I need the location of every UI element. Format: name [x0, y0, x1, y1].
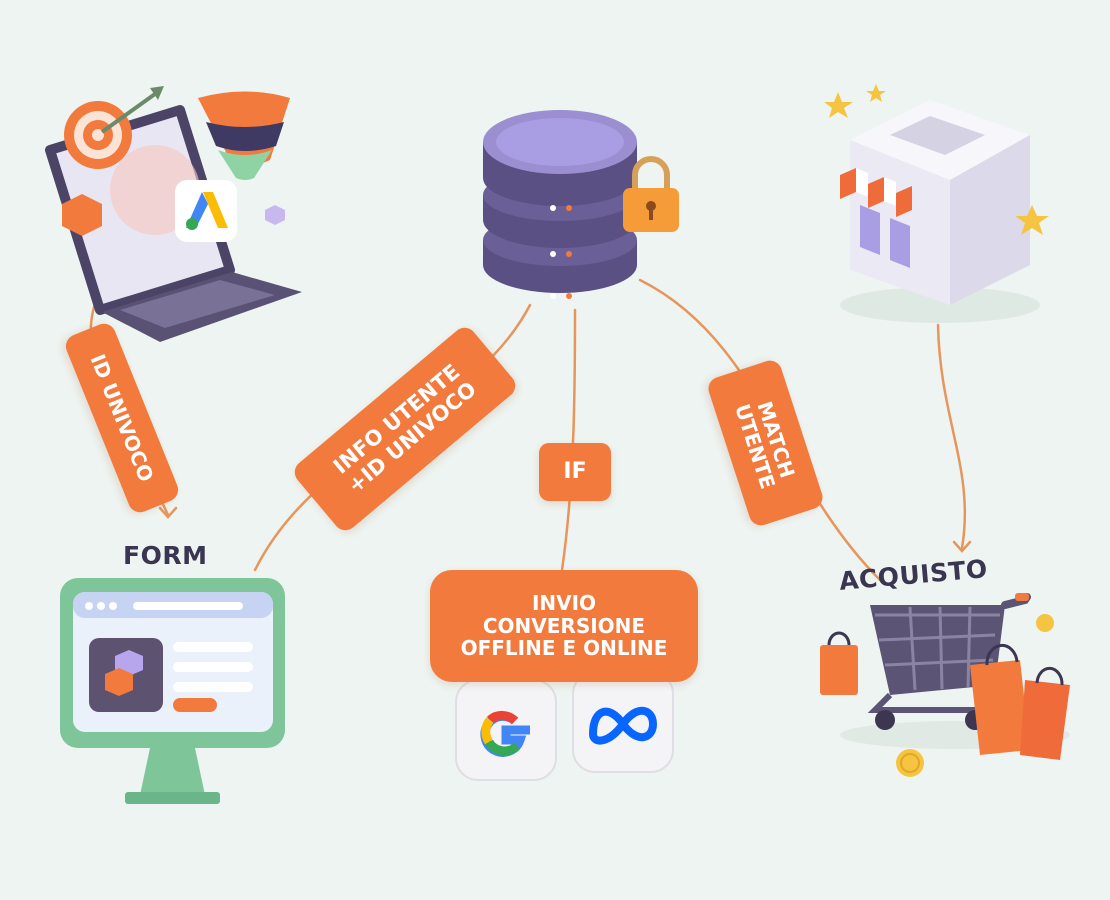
- shop-icon: [824, 84, 1049, 323]
- google-logo-icon: [455, 679, 557, 781]
- database-lock-icon: [483, 110, 679, 299]
- tag-invio-conversione-text: INVIO CONVERSIONE OFFLINE E ONLINE: [460, 591, 668, 661]
- line-db-to-invio: [560, 308, 577, 572]
- shopping-cart-icon: [820, 593, 1070, 777]
- meta-logo-icon: [572, 671, 674, 773]
- form-title: FORM: [123, 541, 208, 570]
- form-monitor-icon: [60, 578, 285, 804]
- line-shop-to-acquisto: [936, 323, 967, 550]
- arrowhead-acquisto: [952, 540, 972, 553]
- tag-invio-conversione: INVIO CONVERSIONE OFFLINE E ONLINE: [430, 570, 698, 682]
- arrowhead-form: [158, 506, 178, 519]
- tag-if: IF: [539, 443, 611, 501]
- tag-if-text: IF: [563, 458, 587, 484]
- laptop-ads-icon: [45, 86, 302, 342]
- tag-match-utente-text: MATCH UTENTE: [730, 398, 800, 492]
